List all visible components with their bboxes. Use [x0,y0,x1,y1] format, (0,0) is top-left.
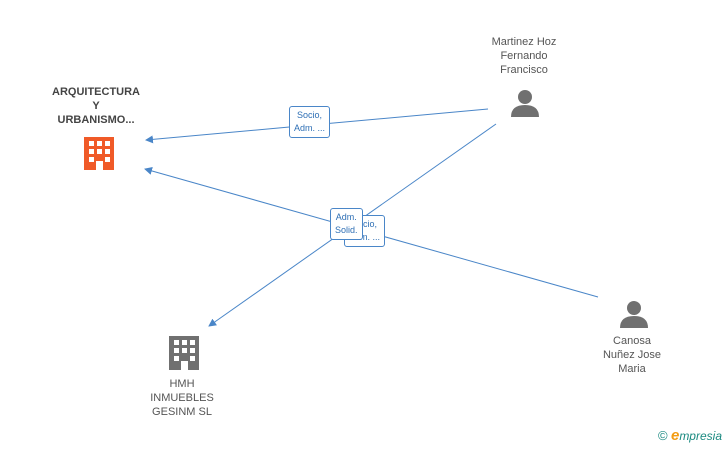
label-line: Nuñez Jose [602,349,662,361]
building-icon[interactable] [84,137,114,170]
edge-label-martinez-hmh[interactable]: Adm. Solid. [330,208,363,240]
edge-label-line: Adm. ... [294,123,326,133]
brand-initial: e [670,427,680,444]
edge-label-martinez-main[interactable]: Socio, Adm. ... [289,106,331,138]
label-line: Y [92,100,100,112]
person-icon[interactable] [620,301,648,328]
person-icon[interactable] [511,90,539,117]
person-canosa-label[interactable]: Canosa Nuñez Jose Maria [580,334,684,376]
label-line: GESINM SL [152,406,212,418]
label-line: Canosa [613,335,651,347]
person-martinez-label[interactable]: Martinez Hoz Fernando Francisco [472,35,576,77]
brand-watermark: © empresia [658,427,722,444]
copyright-symbol: © [658,428,668,443]
edge-label-line: Socio, [352,219,378,229]
edge-label-line: Socio, [297,110,323,120]
building-icon[interactable] [169,336,199,370]
label-line: Fernando [500,50,548,62]
brand-name: mpresia [679,429,722,443]
label-line: Martinez Hoz [491,36,557,48]
company-main-label[interactable]: ARQUITECTURA Y URBANISMO... [40,85,152,127]
edge-label-line: Solid. [335,225,358,235]
label-line: HMH [169,378,195,390]
label-line: URBANISMO... [57,114,135,126]
label-line: Maria [618,363,646,375]
label-line: Francisco [500,64,548,76]
label-line: ARQUITECTURA [52,86,140,98]
edge-label-line: Adm. ... [349,232,381,242]
edge-label-line: Adm. [335,212,357,222]
company-hmh-label[interactable]: HMH INMUEBLES GESINM SL [130,377,234,419]
label-line: INMUEBLES [150,392,214,404]
